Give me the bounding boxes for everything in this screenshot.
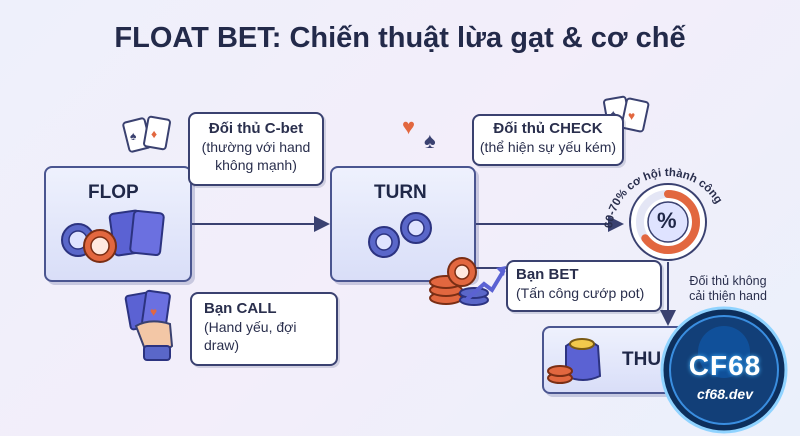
logo-domain: cf68.dev bbox=[696, 386, 754, 402]
cbet-text-1: (thường với hand bbox=[201, 139, 311, 155]
gauge-fill-arc bbox=[636, 190, 700, 254]
call-title: Bạn CALL bbox=[204, 300, 277, 317]
heart-icon: ♥ bbox=[402, 114, 416, 139]
bet-text: (Tấn công cướp pot) bbox=[516, 285, 645, 301]
turn-label: TURN bbox=[374, 182, 427, 203]
cbet-text-2: không mạnh) bbox=[215, 157, 297, 173]
percent-symbol: % bbox=[657, 208, 677, 233]
check-bubble: Đối thủ CHECK (thể hiện sự yếu kém) bbox=[472, 114, 624, 166]
svg-text:♥: ♥ bbox=[628, 109, 635, 123]
svg-text:♥: ♥ bbox=[150, 305, 157, 319]
bet-title: Bạn BET bbox=[516, 266, 579, 283]
gauge-note-2: cải thiện hand bbox=[689, 289, 767, 303]
poker-chips-icon bbox=[61, 223, 117, 263]
call-text-1: (Hand yếu, đợi bbox=[204, 319, 297, 335]
svg-text:♠: ♠ bbox=[130, 129, 137, 143]
card-back-icon bbox=[108, 209, 165, 257]
bet-bubble: Bạn BET (Tấn công cướp pot) bbox=[506, 260, 662, 312]
cbet-bubble: Đối thủ C-bet (thường với hand không mạn… bbox=[188, 112, 324, 186]
check-title: Đối thủ CHECK bbox=[493, 120, 603, 137]
spade-icon: ♠ bbox=[424, 128, 436, 153]
flop-label: FLOP bbox=[88, 182, 139, 203]
logo-brand: CF68 bbox=[688, 350, 762, 381]
call-text-2: draw) bbox=[204, 337, 240, 353]
gauge-note-1: Đối thủ không bbox=[689, 274, 767, 288]
page-title: FLOAT BET: Chiến thuật lừa gạt & cơ chế bbox=[114, 22, 686, 54]
gauge-note: Đối thủ không cải thiện hand bbox=[682, 274, 774, 304]
trend-up-arrow bbox=[464, 268, 506, 302]
poker-chips-icon bbox=[368, 212, 432, 258]
check-text: (thể hiện sự yếu kém) bbox=[479, 139, 617, 155]
svg-text:♦: ♦ bbox=[151, 127, 157, 141]
call-bubble: Bạn CALL (Hand yếu, đợi draw) bbox=[190, 292, 338, 366]
cbet-title: Đối thủ C-bet bbox=[208, 120, 304, 137]
